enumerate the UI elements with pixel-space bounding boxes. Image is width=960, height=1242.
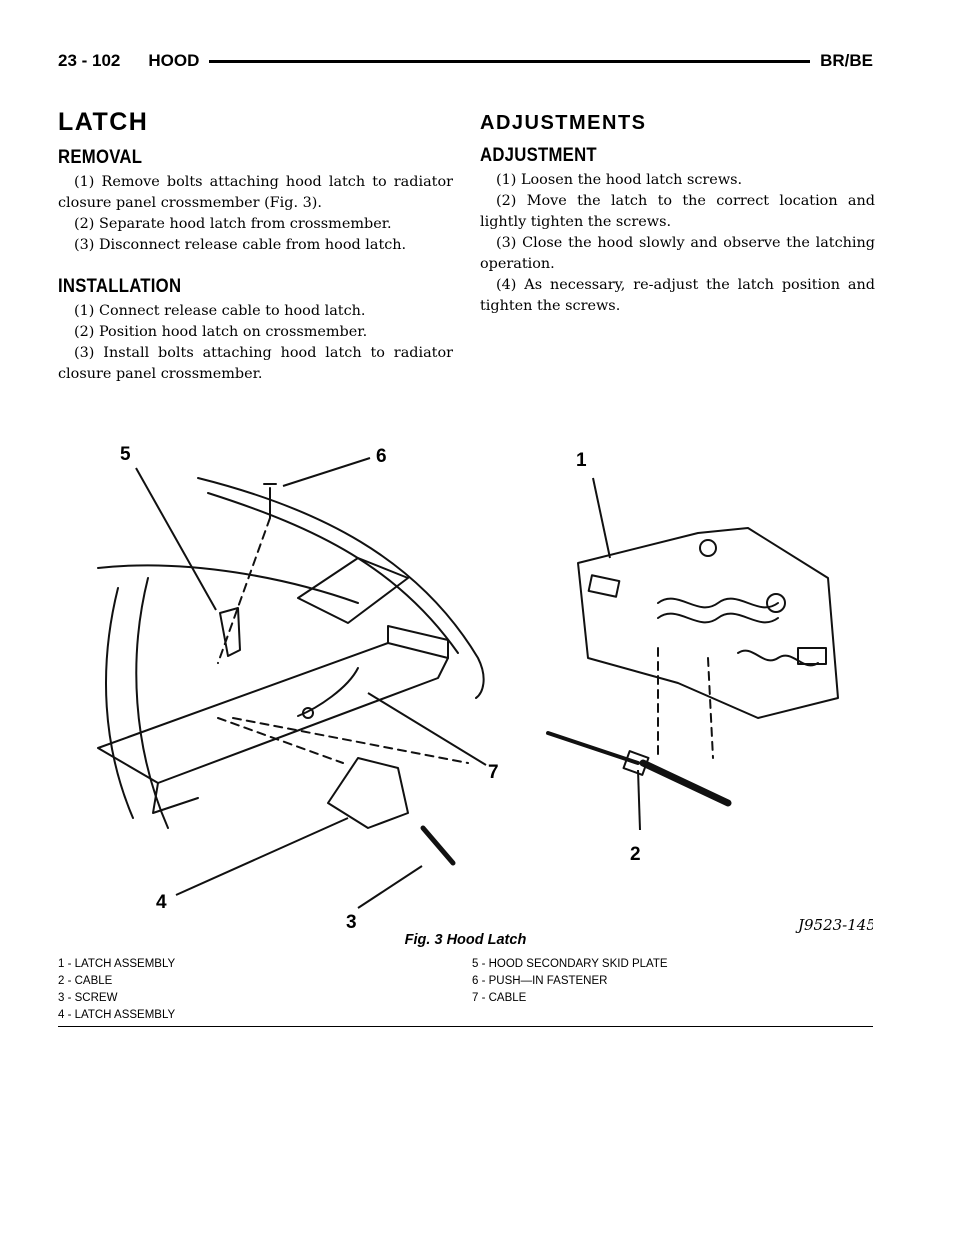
push-in-fastener <box>263 483 277 519</box>
skid-plate <box>219 607 241 657</box>
radiator-panel <box>297 557 409 624</box>
removal-step: (1) Remove bolts attaching hood latch to… <box>58 174 453 211</box>
cable-end <box>639 759 732 807</box>
page-number: 23 - 102 <box>58 51 121 70</box>
callout-3: 3 <box>346 912 357 933</box>
leader-line-5 <box>135 467 217 611</box>
latch-on-vehicle <box>327 757 409 829</box>
adjustment-step: (3) Close the hood slowly and observe th… <box>480 235 875 272</box>
latch-spring <box>657 597 779 609</box>
fender-line <box>97 564 359 604</box>
legend-item: 1 - LATCH ASSEMBLY <box>58 958 176 970</box>
adjustment-step: (2) Move the latch to the correct locati… <box>480 193 875 230</box>
latch-assembly-plate <box>577 527 839 719</box>
callout-1: 1 <box>576 450 587 471</box>
callout-2: 2 <box>630 844 641 865</box>
cable-sheath <box>546 731 640 765</box>
callout-5: 5 <box>120 444 131 465</box>
crossmember-side <box>152 782 199 814</box>
legend-item: 7 - CABLE <box>472 992 527 1004</box>
hood-edge-line <box>197 477 485 699</box>
page-header: 23 - 102 HOOD BR/BE <box>58 47 873 75</box>
wheel-well-arc <box>105 587 134 819</box>
leader-line-3 <box>357 865 423 909</box>
leader-line-1 <box>592 477 611 559</box>
leader-line-6 <box>282 457 371 487</box>
installation-step: (3) Install bolts attaching hood latch t… <box>58 345 453 382</box>
adjustment-heading: ADJUSTMENT <box>480 145 597 166</box>
model-code: BR/BE <box>820 51 873 70</box>
legend-left-column: 1 - LATCH ASSEMBLY 2 - CABLE 3 - SCREW 4… <box>58 956 175 1024</box>
section-name: HOOD <box>148 51 200 70</box>
wheel-well-inner-arc <box>135 577 169 829</box>
leader-line-7 <box>367 692 487 766</box>
legend-item: 5 - HOOD SECONDARY SKID PLATE <box>472 958 668 970</box>
right-column: ADJUSTMENTS ADJUSTMENT (1) Loosen the ho… <box>480 108 875 317</box>
hood-inner-line <box>207 492 459 654</box>
adjustment-step: (4) As necessary, re-adjust the latch po… <box>480 277 875 314</box>
removal-step: (3) Disconnect release cable from hood l… <box>74 237 407 253</box>
removal-step: (2) Separate hood latch from crossmember… <box>74 216 392 232</box>
legend-rule <box>58 1026 873 1027</box>
figure-callouts: 5 6 1 2 3 4 7 J9523-145 <box>120 444 873 934</box>
callout-7: 7 <box>488 762 499 783</box>
hood-latch-figure: 5 6 1 2 3 4 7 J9523-145 <box>58 418 873 938</box>
crossmember-top <box>387 625 449 659</box>
latch-screw <box>420 825 456 866</box>
legend-item: 2 - CABLE <box>58 975 113 987</box>
hood-latch-illustration: 5 6 1 2 3 4 7 J9523-145 <box>97 444 873 934</box>
installation-step: (2) Position hood latch on crossmember. <box>74 324 368 340</box>
header-rule <box>209 59 811 63</box>
adjustments-title: ADJUSTMENTS <box>480 112 647 134</box>
latch-title: LATCH <box>58 108 149 136</box>
fastener-dash-line <box>217 517 271 664</box>
crossmember-beam <box>97 642 449 784</box>
leader-line-2 <box>637 769 641 831</box>
legend-item: 6 - PUSH—IN FASTENER <box>472 975 608 987</box>
callout-6: 6 <box>376 446 387 467</box>
leader-line-4 <box>175 817 349 896</box>
removal-heading: REMOVAL <box>58 147 143 168</box>
legend-item: 3 - SCREW <box>58 992 118 1004</box>
figure-caption: Fig. 3 Hood Latch <box>404 932 527 948</box>
latch-dash-lines <box>217 717 469 764</box>
legend-right-column: 5 - HOOD SECONDARY SKID PLATE 6 - PUSH—I… <box>472 956 668 1007</box>
adjustment-step: (1) Loosen the hood latch screws. <box>496 172 743 188</box>
installation-heading: INSTALLATION <box>58 276 182 297</box>
installation-step: (1) Connect release cable to hood latch. <box>74 303 366 319</box>
left-column: LATCH REMOVAL (1) Remove bolts attaching… <box>58 108 453 385</box>
legend-item: 4 - LATCH ASSEMBLY <box>58 1009 176 1021</box>
callout-4: 4 <box>156 892 167 913</box>
drawing-id: J9523-145 <box>795 916 873 934</box>
